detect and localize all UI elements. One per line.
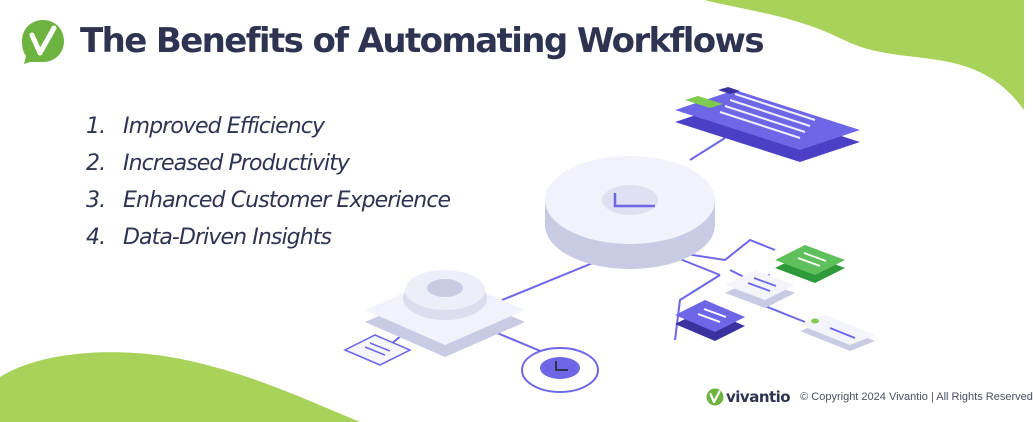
benefit-item: 3. Enhanced Customer Experience xyxy=(86,182,451,219)
white-list-card-icon xyxy=(725,270,795,308)
benefit-item: 4. Data-Driven Insights xyxy=(86,219,450,256)
vivantio-check-icon xyxy=(706,388,724,406)
benefit-label: Improved Efficiency xyxy=(123,114,325,139)
benefit-item: 2. Increased Productivity xyxy=(86,145,450,182)
brand-logo: vivantio xyxy=(706,388,791,406)
page-title: The Benefits of Automating Workflows xyxy=(80,21,765,61)
benefit-number: 1. xyxy=(86,114,106,139)
benefit-label: Data-Driven Insights xyxy=(123,225,332,250)
header: The Benefits of Automating Workflows xyxy=(20,18,765,64)
clock-platform-icon xyxy=(545,156,715,269)
benefit-label: Enhanced Customer Experience xyxy=(123,188,451,213)
copyright-text: © Copyright 2024 Vivantio | All Rights R… xyxy=(800,391,1033,403)
benefit-number: 4. xyxy=(86,225,106,250)
decorative-green-blob-top xyxy=(704,0,1024,110)
vivantio-check-badge-icon xyxy=(22,20,64,64)
list-card-icon xyxy=(343,334,412,366)
benefit-number: 2. xyxy=(86,151,106,176)
toggle-card-icon xyxy=(800,315,875,351)
benefit-label: Increased Productivity xyxy=(123,151,350,176)
document-card-icon xyxy=(675,87,860,162)
gear-platform-icon xyxy=(365,270,525,357)
purple-list-card-icon xyxy=(675,300,745,341)
small-clock-icon xyxy=(521,347,599,393)
benefit-item: 1. Improved Efficiency xyxy=(86,108,450,145)
green-list-card-icon xyxy=(775,245,845,283)
decorative-green-blob-bottom xyxy=(0,352,360,422)
footer: vivantio © Copyright 2024 Vivantio | All… xyxy=(706,388,1033,406)
workflow-illustration xyxy=(343,87,875,393)
brand-name: vivantio xyxy=(726,388,791,406)
benefit-number: 3. xyxy=(86,188,106,213)
benefits-list: 1. Improved Efficiency 2. Increased Prod… xyxy=(86,108,451,256)
connector-lines xyxy=(389,137,806,356)
